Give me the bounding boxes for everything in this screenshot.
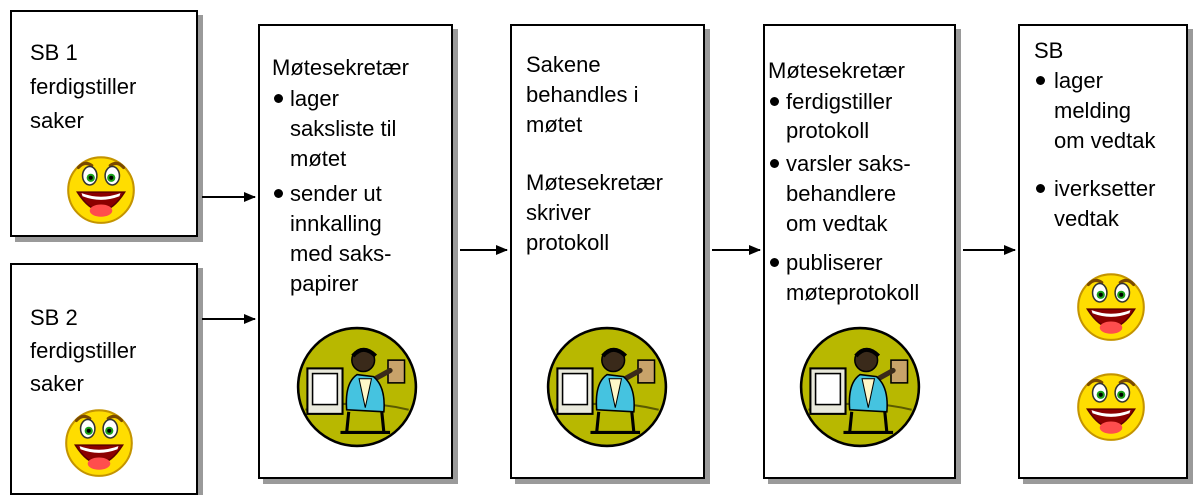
step2-line-2: behandles i	[526, 82, 639, 107]
step1-b2-line-4: papirer	[290, 271, 359, 296]
box-step1-motesekretaer	[258, 24, 453, 479]
step3-b1-line-2: protokoll	[786, 118, 870, 143]
step1-b1-line-2: saksliste til	[290, 116, 397, 141]
smiley-face-icon	[67, 156, 135, 224]
step3-b2-line-2: behandlere	[786, 181, 897, 206]
step1-b1-line-1: lager	[290, 86, 339, 111]
sb1-line-1: SB 1	[30, 40, 78, 65]
step1-bullet-1	[274, 94, 283, 103]
secretary-at-computer-icon	[799, 326, 921, 448]
step4-bullet-2	[1036, 184, 1045, 193]
step2-line-4: Møtesekretær	[526, 170, 663, 195]
sb2-line-1: SB 2	[30, 305, 78, 330]
step3-b3-line-1: publiserer	[786, 250, 883, 275]
sb2-line-3: saker	[30, 371, 84, 396]
step2-line-1: Sakene	[526, 52, 601, 77]
step1-b2-line-2: innkalling	[290, 211, 382, 236]
secretary-at-computer-icon	[546, 326, 668, 448]
sb1-line-3: saker	[30, 108, 84, 133]
step3-b3-line-2: møteprotokoll	[786, 280, 920, 305]
step4-b2-line-1: iverksetter	[1054, 176, 1156, 201]
sb2-line-2: ferdigstiller	[30, 338, 137, 363]
smiley-face-icon	[1077, 273, 1145, 341]
step4-b2-line-2: vedtak	[1054, 206, 1119, 231]
step4-heading: SB	[1034, 38, 1064, 63]
step1-heading: Møtesekretær	[272, 55, 409, 80]
step3-b2-line-3: om vedtak	[786, 211, 888, 236]
step1-b2-line-3: med saks-	[290, 241, 392, 266]
step4-b1-line-1: lager	[1054, 68, 1103, 93]
smiley-face-icon	[1077, 373, 1145, 441]
step3-bullet-3	[770, 258, 779, 267]
sb1-line-2: ferdigstiller	[30, 74, 137, 99]
step2-line-6: protokoll	[526, 230, 610, 255]
step3-bullet-1	[770, 97, 779, 106]
step3-heading: Møtesekretær	[768, 58, 905, 83]
step4-b1-line-2: melding	[1054, 98, 1132, 123]
step3-b1-line-1: ferdigstiller	[786, 89, 893, 114]
step1-b1-line-3: møtet	[290, 146, 347, 171]
step3-bullet-2	[770, 159, 779, 168]
step1-bullet-2	[274, 189, 283, 198]
step3-b2-line-1: varsler saks-	[786, 151, 911, 176]
step4-bullet-1	[1036, 76, 1045, 85]
step2-line-3: møtet	[526, 112, 583, 137]
step2-line-5: skriver	[526, 200, 591, 225]
step1-b2-line-1: sender ut	[290, 181, 382, 206]
smiley-face-icon	[65, 409, 133, 477]
secretary-at-computer-icon	[296, 326, 418, 448]
step4-b1-line-3: om vedtak	[1054, 128, 1156, 153]
